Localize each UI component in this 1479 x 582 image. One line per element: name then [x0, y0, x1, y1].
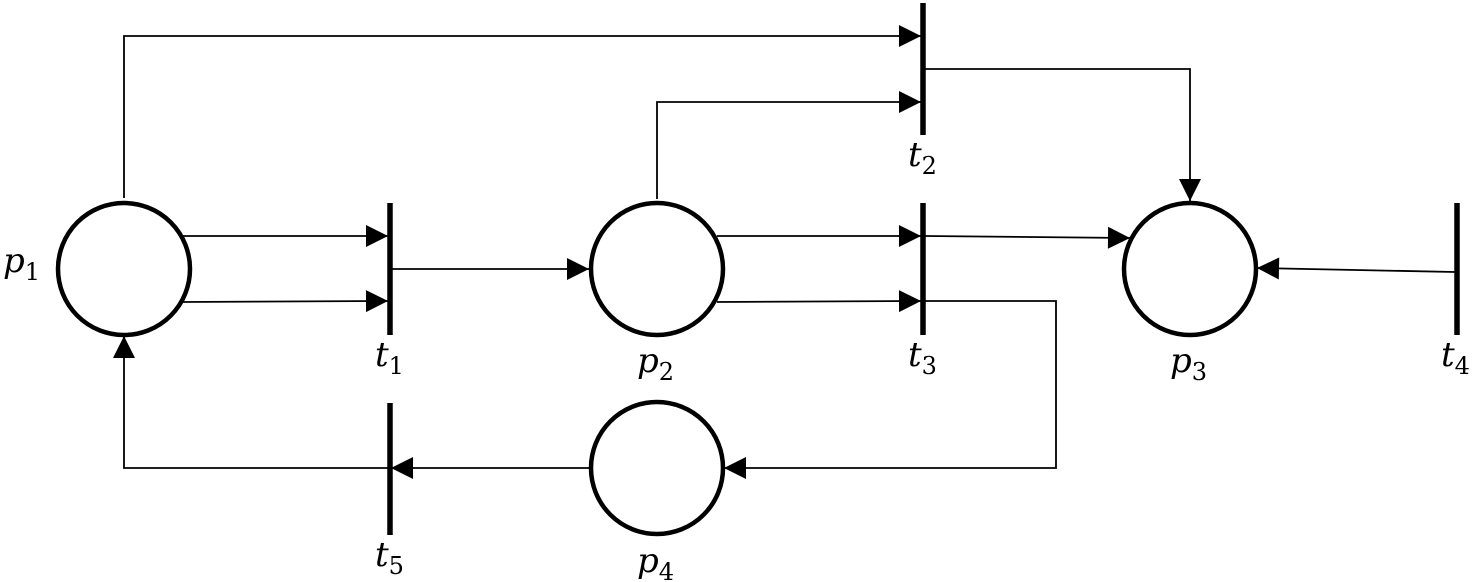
arc-p2-t2	[656, 91, 921, 199]
place-p3	[1121, 200, 1259, 338]
label-p4: p4	[637, 541, 674, 582]
place-p4	[588, 399, 726, 537]
arc-t2-p3	[925, 68, 1201, 201]
arc-p2-t3-lower	[716, 290, 922, 313]
place-p2	[588, 200, 726, 338]
label-p1: p1	[3, 241, 40, 286]
label-t4: t4	[1441, 335, 1470, 380]
label-t2: t2	[908, 135, 937, 180]
label-p3: p3	[1170, 341, 1207, 386]
label-t5: t5	[375, 535, 404, 580]
label-p2: p2	[637, 341, 674, 386]
label-t1: t1	[375, 335, 404, 380]
arc-p1-t1-lower	[182, 290, 389, 313]
arc-p1-t2	[123, 25, 921, 198]
arc-t5-p1	[113, 336, 388, 469]
arc-t3-p3	[924, 226, 1131, 249]
label-t3: t3	[908, 335, 937, 380]
arc-t3-p4	[724, 300, 1057, 479]
place-p1	[55, 200, 193, 338]
arc-t4-p3	[1256, 257, 1456, 280]
